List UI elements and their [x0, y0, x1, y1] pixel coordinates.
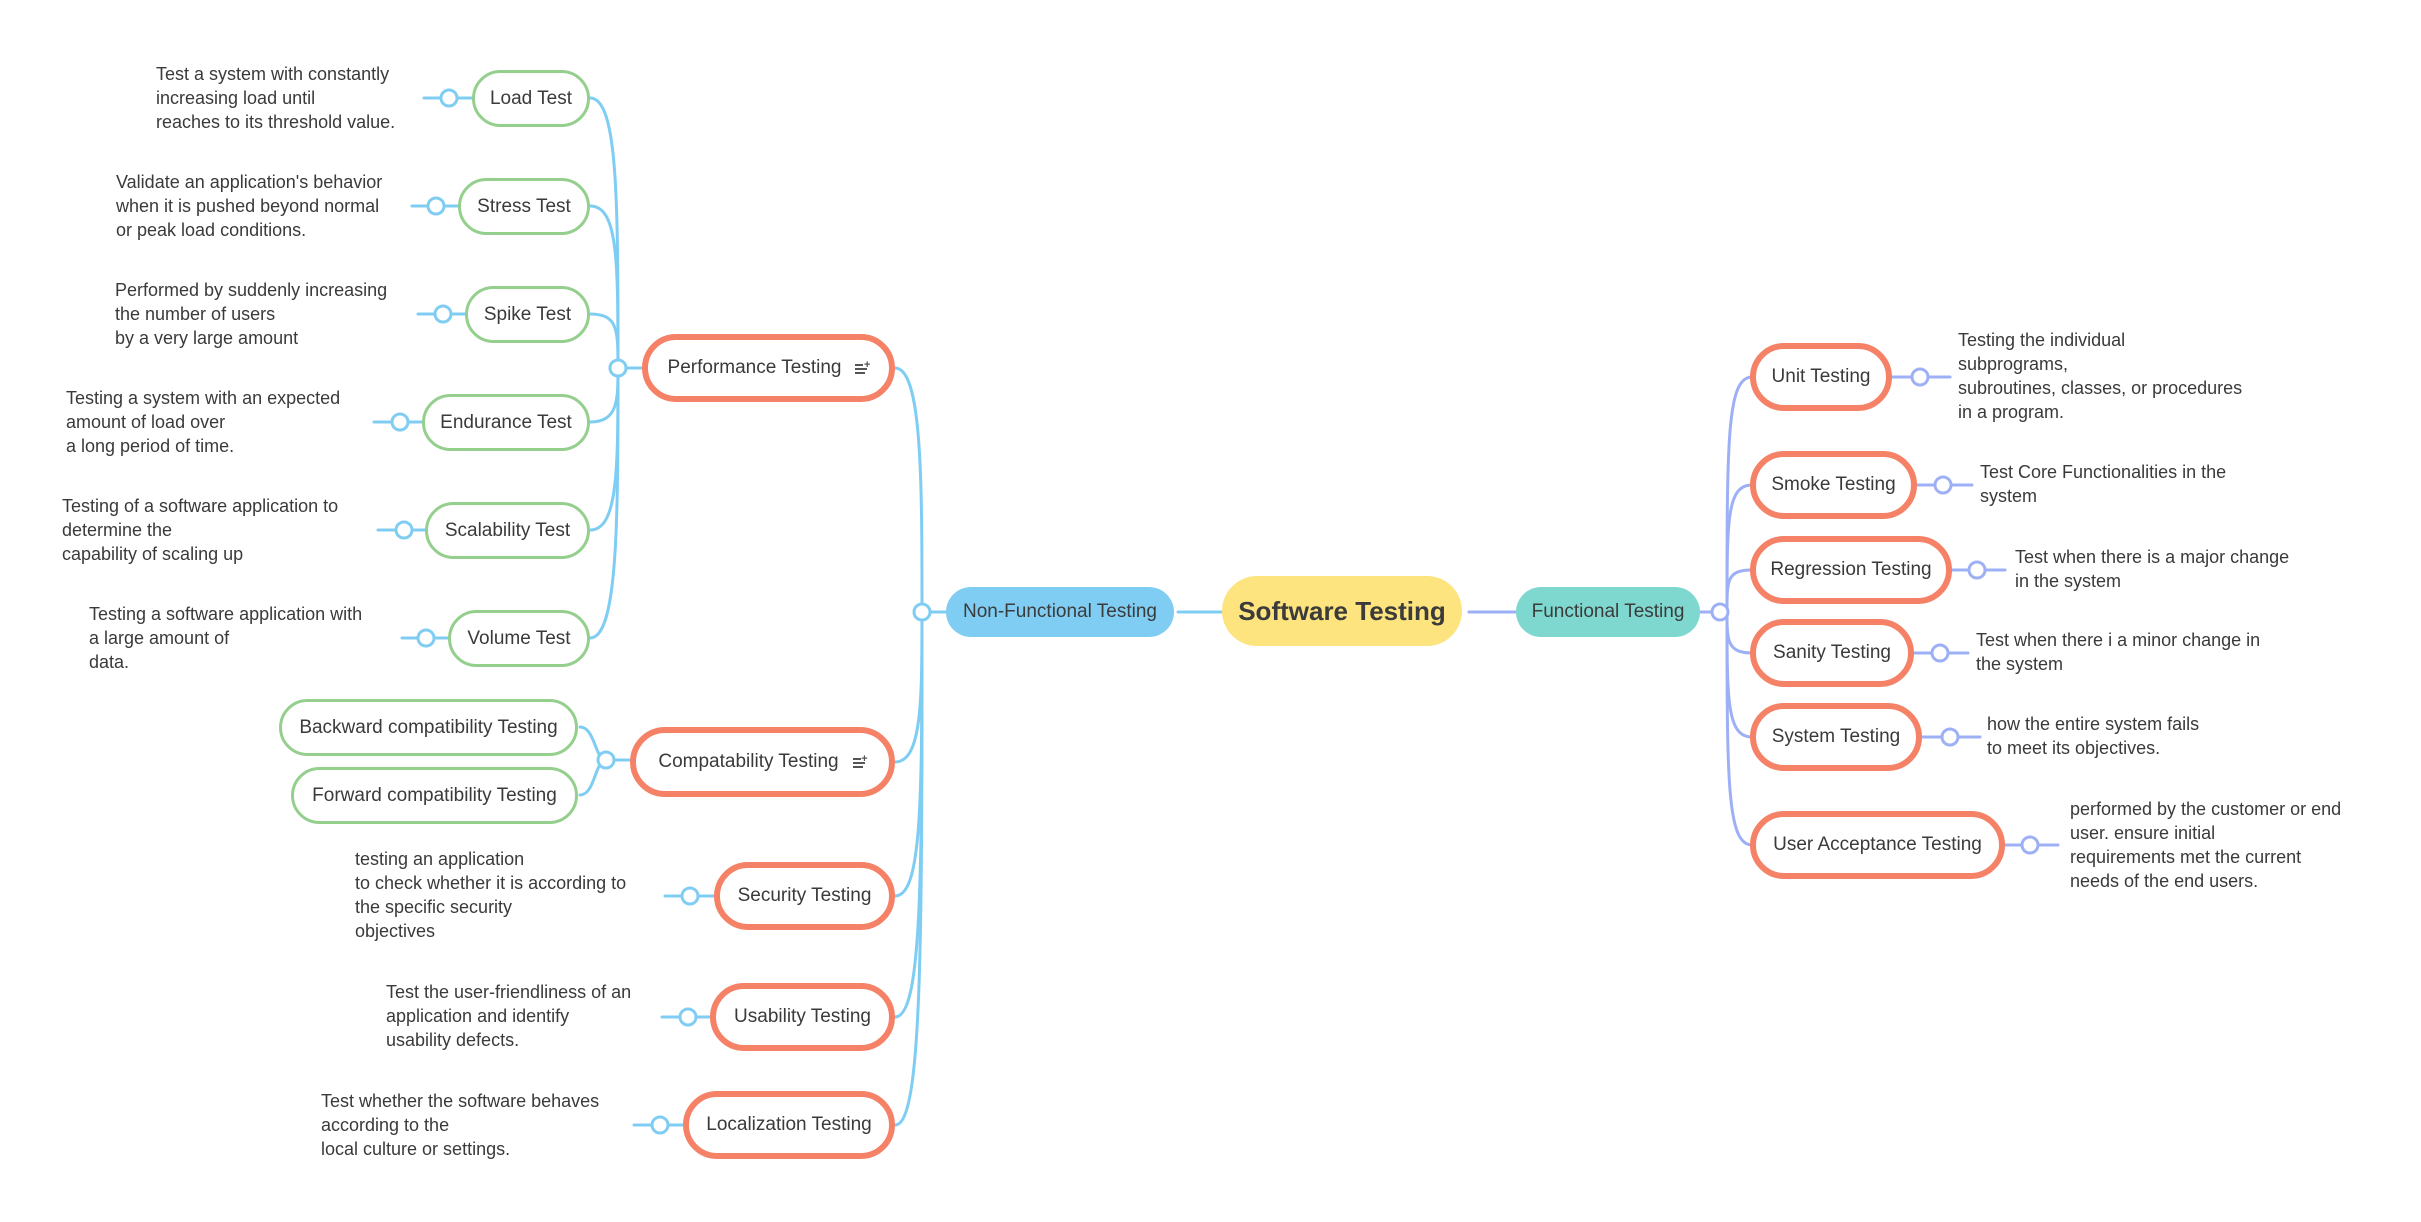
note-dot-system — [1940, 727, 1960, 747]
topic-usability-testing[interactable]: Usability Testing — [710, 983, 895, 1051]
junction-functional — [1710, 602, 1730, 622]
topic-compatability-label: Compatability Testing — [658, 751, 839, 772]
note-endurance-test: Testing a system with an expected amount… — [66, 388, 341, 456]
note-dot-spike — [433, 304, 453, 324]
note-regression-testing: Test when there is a major change in the… — [2015, 547, 2290, 591]
notes-icon[interactable]: + — [852, 753, 868, 768]
note-stress-test: Validate an application's behavior when … — [116, 172, 383, 240]
link-nf-compatability — [893, 610, 924, 764]
topic-performance-testing[interactable]: Performance Testing + — [642, 334, 895, 402]
note-dot-load — [439, 88, 459, 108]
link-f-system — [1725, 610, 1754, 739]
link-nf-localization — [893, 610, 924, 1127]
note-localization-testing: Test whether the software behaves accord… — [321, 1091, 600, 1159]
branch-non-functional[interactable]: Non-Functional Testing — [946, 587, 1174, 637]
topic-compatability-testing[interactable]: Compatability Testing + — [630, 727, 895, 797]
note-security-testing: testing an application to check whether … — [355, 849, 627, 941]
note-dot-scalability — [394, 520, 414, 540]
note-dot-unit — [1910, 367, 1930, 387]
junction-non-functional — [912, 602, 932, 622]
link-f-smoke — [1725, 483, 1754, 614]
subtopic-load-test[interactable]: Load Test — [472, 70, 590, 127]
note-dot-smoke — [1933, 475, 1953, 495]
topic-sanity-testing[interactable]: Sanity Testing — [1750, 619, 1914, 687]
subtopic-forward-compatibility[interactable]: Forward compatibility Testing — [291, 767, 578, 824]
note-dot-regression — [1967, 560, 1987, 580]
link-perf-stress — [588, 204, 620, 370]
link-f-sanity — [1725, 610, 1754, 655]
topic-unit-testing[interactable]: Unit Testing — [1750, 343, 1892, 411]
topic-smoke-testing[interactable]: Smoke Testing — [1750, 451, 1917, 519]
subtopic-spike-test[interactable]: Spike Test — [465, 286, 590, 343]
note-sanity-testing: Test when there i a minor change in the … — [1976, 630, 2261, 674]
note-dot-endurance — [390, 412, 410, 432]
note-system-testing: how the entire system fails to meet its … — [1987, 714, 2200, 758]
junction-performance — [608, 358, 628, 378]
link-nf-performance — [893, 366, 924, 614]
note-dot-stress — [426, 196, 446, 216]
note-load-test: Test a system with constantly increasing… — [156, 64, 396, 132]
link-f-uat — [1725, 610, 1754, 847]
topic-user-acceptance-testing[interactable]: User Acceptance Testing — [1750, 811, 2005, 879]
note-smoke-testing: Test Core Functionalities in the system — [1980, 462, 2227, 506]
subtopic-endurance-test[interactable]: Endurance Test — [422, 394, 590, 451]
branch-functional[interactable]: Functional Testing — [1516, 587, 1700, 637]
link-perf-scalability — [588, 366, 620, 532]
note-dot-usability — [678, 1007, 698, 1027]
note-scalability-test: Testing of a software application to det… — [62, 496, 339, 564]
topic-security-testing[interactable]: Security Testing — [714, 862, 895, 930]
notes-icon[interactable]: + — [855, 359, 870, 374]
note-dot-localization — [650, 1115, 670, 1135]
note-dot-volume — [416, 628, 436, 648]
subtopic-backward-compatibility[interactable]: Backward compatibility Testing — [279, 699, 578, 756]
root-topic[interactable]: Software Testing — [1222, 576, 1462, 646]
note-spike-test: Performed by suddenly increasing the num… — [115, 280, 388, 348]
junction-compatability — [596, 750, 616, 770]
link-f-regression — [1725, 568, 1754, 614]
note-dot-security — [680, 886, 700, 906]
note-unit-testing: Testing the individual subprograms, subr… — [1958, 330, 2243, 422]
topic-localization-testing[interactable]: Localization Testing — [683, 1091, 895, 1159]
link-perf-volume — [588, 366, 620, 640]
topic-regression-testing[interactable]: Regression Testing — [1750, 536, 1952, 604]
note-user-acceptance-testing: performed by the customer or end user. e… — [2070, 799, 2342, 891]
subtopic-stress-test[interactable]: Stress Test — [458, 178, 590, 235]
topic-performance-label: Performance Testing — [667, 357, 842, 378]
note-dot-uat — [2020, 835, 2040, 855]
link-perf-spike — [588, 312, 620, 370]
note-volume-test: Testing a software application with a la… — [89, 604, 363, 672]
note-dot-sanity — [1930, 643, 1950, 663]
subtopic-scalability-test[interactable]: Scalability Test — [425, 502, 590, 559]
subtopic-volume-test[interactable]: Volume Test — [448, 610, 590, 667]
topic-system-testing[interactable]: System Testing — [1750, 703, 1922, 771]
note-usability-testing: Test the user-friendliness of an applica… — [386, 982, 632, 1050]
